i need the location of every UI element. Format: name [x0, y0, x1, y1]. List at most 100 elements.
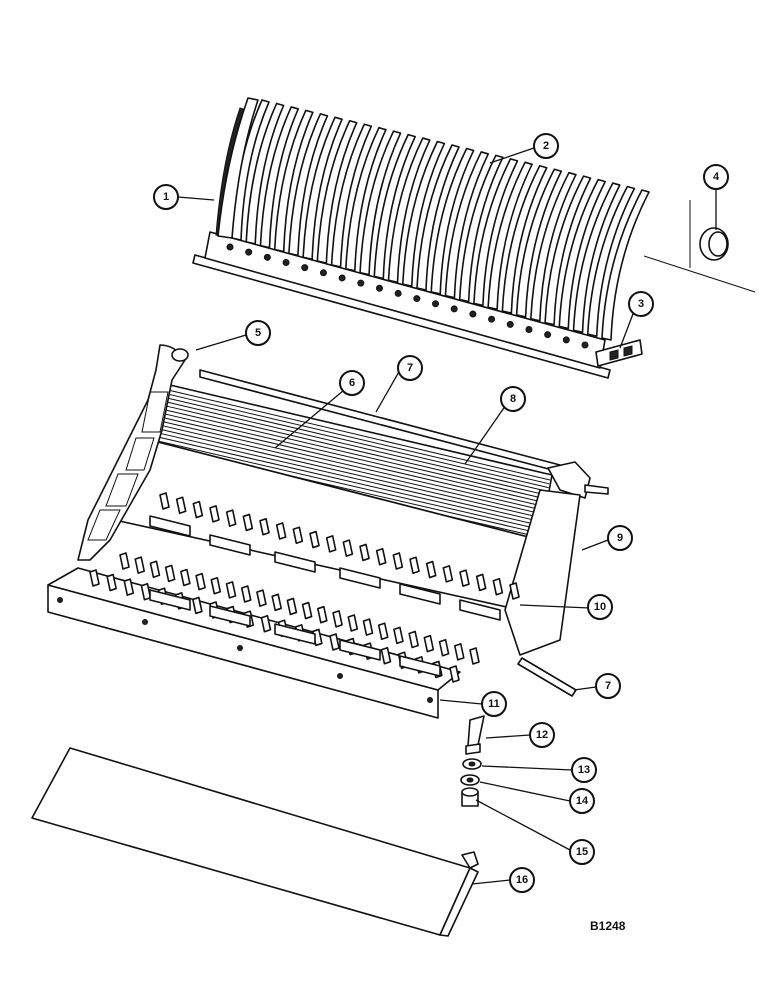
wire-bar: [166, 393, 550, 485]
svg-text:12: 12: [536, 729, 548, 741]
rasp-tooth: [260, 614, 272, 633]
rasp-tooth: [509, 582, 520, 600]
grate-hole: [506, 320, 514, 328]
svg-text:3: 3: [638, 298, 644, 310]
mounting-hole: [142, 619, 148, 625]
grate-hole: [488, 315, 496, 323]
svg-text:6: 6: [349, 377, 355, 389]
rasp-bar-block: [459, 599, 501, 621]
callout-7-bottom: 7: [595, 673, 621, 699]
rasp-tooth: [380, 646, 392, 665]
rasp-tooth: [159, 492, 170, 510]
callout-13: 13: [571, 757, 597, 783]
callout-12: 12: [529, 722, 555, 748]
grate-finger: [401, 140, 446, 287]
mounting-hole: [427, 697, 433, 703]
rasp-tooth: [275, 522, 287, 540]
rasp-tooth: [242, 513, 254, 532]
rasp-tooth: [453, 643, 465, 661]
rasp-tooth: [475, 573, 487, 592]
grate-finger: [458, 154, 504, 303]
grate-finger: [487, 161, 533, 311]
wire-bar: [150, 438, 541, 530]
hardware-stack: [460, 715, 485, 807]
grate-finger: [288, 113, 329, 257]
grate-finger: [245, 102, 285, 245]
rasp-tooth: [393, 626, 404, 645]
callout-16: 16: [509, 867, 535, 893]
callout-4: 4: [703, 164, 729, 190]
rasp-tooth: [209, 505, 220, 523]
wire-bar: [153, 431, 542, 523]
grate-finger: [530, 171, 577, 322]
grate-finger: [345, 126, 387, 272]
grate-hole: [413, 295, 421, 303]
grate-hole: [469, 310, 477, 318]
wire-bar: [163, 400, 548, 492]
rasp-bar-block: [274, 623, 316, 645]
callout-10: 10: [587, 594, 613, 620]
callout-15: 15: [569, 839, 595, 865]
bushing-part: [643, 200, 756, 293]
grate-finger: [259, 106, 300, 249]
rasp-tooth: [425, 560, 437, 579]
svg-text:10: 10: [594, 601, 606, 613]
grate-finger: [359, 130, 402, 276]
rasp-tooth: [309, 530, 320, 549]
callout-9: 9: [607, 525, 633, 551]
rasp-tooth: [89, 569, 100, 587]
rasp-tooth: [449, 665, 460, 683]
grate-finger: [444, 151, 490, 299]
grate-finger: [373, 133, 416, 280]
callout-3: 3: [628, 291, 654, 317]
grate-hole: [226, 243, 234, 251]
grate-hole: [301, 264, 309, 272]
wire-bar: [151, 435, 541, 527]
grate-finger: [586, 185, 636, 337]
rasp-bar-block: [209, 534, 251, 556]
grate-finger: [558, 178, 606, 330]
rasp-tooth: [492, 577, 504, 596]
grate-finger: [544, 175, 592, 326]
svg-text:1: 1: [163, 191, 169, 203]
rasp-tooth: [438, 638, 450, 657]
rasp-tooth: [106, 573, 117, 592]
finger-grate: [192, 97, 650, 379]
rasp-tooth: [240, 585, 252, 603]
grate-finger: [330, 123, 373, 268]
callout-2: 2: [533, 133, 559, 159]
rasp-tooth: [192, 596, 203, 615]
grate-hole: [375, 284, 383, 292]
rasp-tooth: [469, 647, 480, 665]
rasp-tooth: [134, 556, 146, 574]
svg-text:11: 11: [488, 698, 500, 710]
rasp-tooth: [332, 610, 343, 628]
rasp-tooth: [175, 496, 187, 515]
rasp-tooth: [442, 565, 454, 583]
grate-hole: [263, 253, 271, 261]
rasp-tooth: [195, 572, 206, 591]
wire-bar: [165, 397, 549, 489]
rasp-tooth: [286, 597, 298, 616]
svg-text:4: 4: [713, 171, 720, 183]
rasp-tooth: [317, 605, 328, 624]
grate-finger: [601, 189, 650, 341]
rasp-tooth: [301, 601, 313, 620]
rasp-tooth: [210, 576, 222, 595]
rasp-tooth: [359, 543, 370, 562]
svg-text:16: 16: [516, 874, 528, 886]
rasp-tooth: [225, 509, 237, 527]
rasp-tooth: [423, 634, 435, 653]
grate-hole: [562, 336, 570, 344]
rasp-tooth: [119, 552, 130, 570]
svg-text:7: 7: [407, 362, 413, 374]
grate-finger: [572, 182, 621, 334]
svg-text:7: 7: [605, 680, 611, 692]
wire-bar: [159, 412, 546, 504]
grate-finger: [387, 137, 431, 284]
rasp-tooth: [225, 581, 237, 599]
grate-finger: [501, 164, 548, 314]
rasp-bar-block: [274, 551, 316, 573]
cover-plate: [31, 747, 479, 937]
